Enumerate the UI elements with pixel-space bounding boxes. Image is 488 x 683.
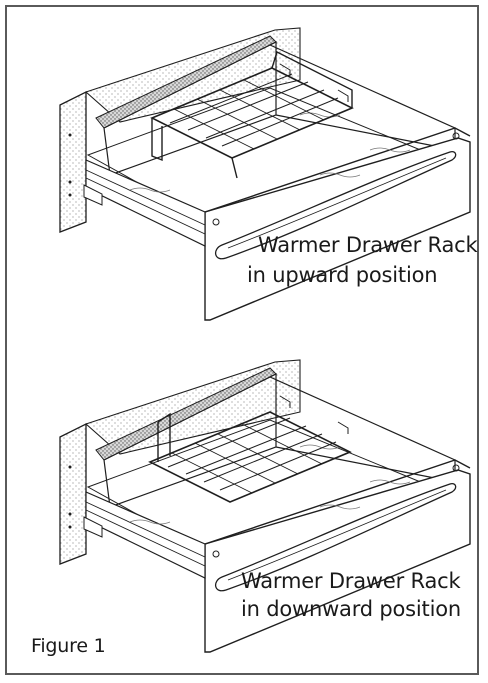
figure-label: Figure 1 [31, 635, 106, 657]
drawer-illustration-upward [59, 27, 471, 321]
caption-downward-line2: in downward position [241, 597, 461, 621]
caption-upward-line1: Warmer Drawer Rack [258, 233, 478, 257]
caption-upward-line2: in upward position [247, 263, 438, 287]
caption-downward-line1: Warmer Drawer Rack [241, 569, 461, 593]
drawer-illustration-downward [59, 359, 471, 653]
